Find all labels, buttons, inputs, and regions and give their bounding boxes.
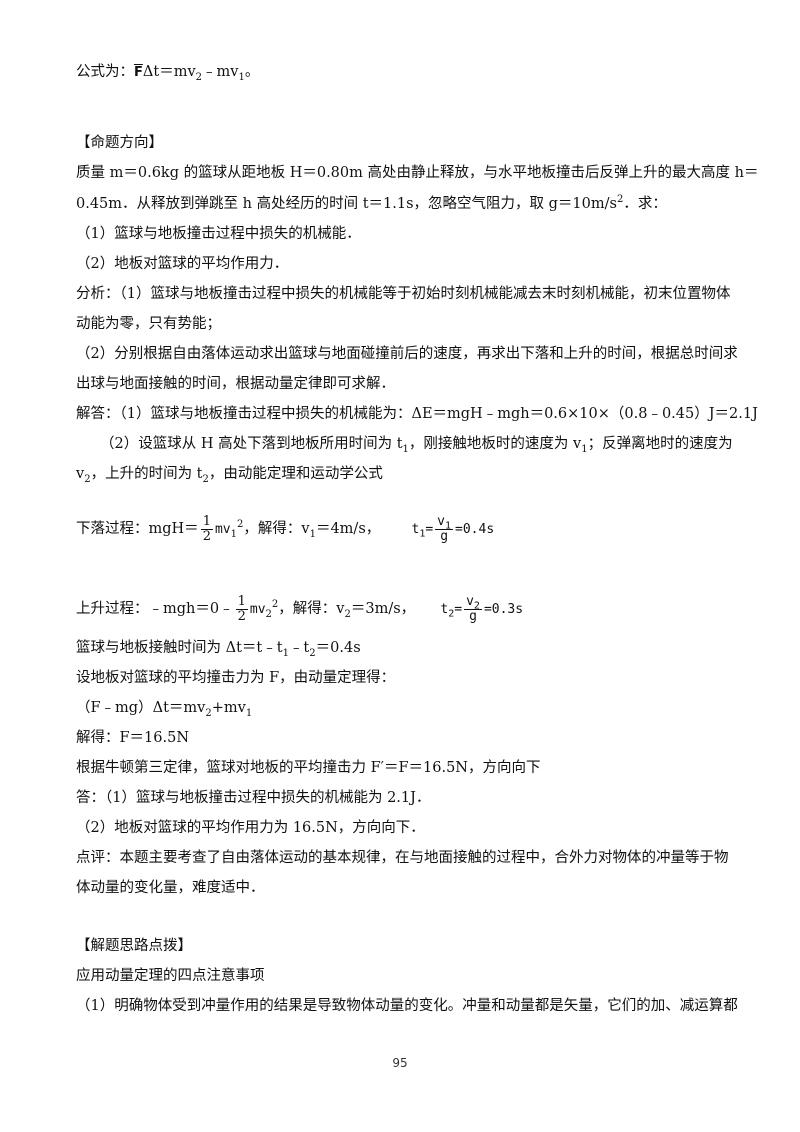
f-bar-symbol: F: [134, 65, 143, 80]
question-1: （1）篮球与地板撞击过程中损失的机械能．: [76, 226, 361, 242]
set-force: 设地板对篮球的平均撞击力为 F，由动量定理得：: [76, 670, 396, 686]
formula-line: 公式为：FΔt＝mv2﹣mv1。: [76, 64, 260, 83]
analysis-line-3: （2）分别根据自由落体运动求出篮球与地面碰撞前后的速度，再求出下落和上升的时间，…: [76, 346, 738, 362]
result-line: 解得：F＝16.5N: [76, 730, 190, 746]
momentum-equation: （F﹣mg）Δt＝mv2+mv1: [76, 700, 253, 719]
contact-time: 篮球与地板接触时间为 Δt＝t﹣t1﹣t2＝0.4s: [76, 640, 361, 659]
analysis-line-1: 分析：（1）篮球与地板撞击过程中损失的机械能等于初始时刻机械能减去末时刻机械能，…: [76, 286, 731, 302]
question-2: （2）地板对篮球的平均作用力．: [76, 256, 289, 272]
comment-line-1: 点评：本题主要考查了自由落体运动的基本规律，在与地面接触的过程中，合外力对物体的…: [76, 850, 729, 866]
analysis-line-4: 出球与地面接触的时间，根据动量定律即可求解．: [76, 376, 395, 392]
problem-line-2: 0.45m．从释放到弹跳至 h 高处经历的时间 t＝1.1s，忽略空气阻力，取 …: [76, 194, 667, 212]
analysis-line-2: 动能为零，只有势能；: [76, 316, 221, 332]
solution-line-3: v2，上升的时间为 t2，由动能定理和运动学公式: [76, 466, 383, 485]
answer-2: （2）地板对篮球的平均作用力为 16.5N，方向向下．: [76, 820, 425, 836]
problem-line-1: 质量 m＝0.6kg 的篮球从距地板 H＝0.80m 高处由静止释放，与水平地板…: [76, 165, 759, 181]
solution-line-1: 解答：（1）篮球与地板撞击过程中损失的机械能为：ΔE＝mgH﹣mgh＝0.6×1…: [76, 406, 758, 422]
tips-line-2: （1）明确物体受到冲量作用的结果是导致物体动量的变化。冲量和动量都是矢量，它们的…: [76, 998, 738, 1014]
newton-third-law: 根据牛顿第三定律，篮球对地板的平均撞击力 F′＝F＝16.5N，方向向下: [76, 760, 541, 776]
solution-line-2: （2）设篮球从 H 高处下落到地板所用时间为 t1，刚接触地板时的速度为 v1；…: [100, 436, 733, 455]
section-title-tips: 【解题思路点拨】: [76, 938, 192, 954]
page-number: 95: [392, 1056, 408, 1070]
answer-1: 答：（1）篮球与地板撞击过程中损失的机械能为 2.1J．: [76, 790, 431, 806]
tips-line-1: 应用动量定理的四点注意事项: [76, 968, 265, 984]
section-title-direction: 【命题方向】: [76, 135, 163, 151]
comment-line-2: 体动量的变化量，难度适中．: [76, 880, 265, 896]
